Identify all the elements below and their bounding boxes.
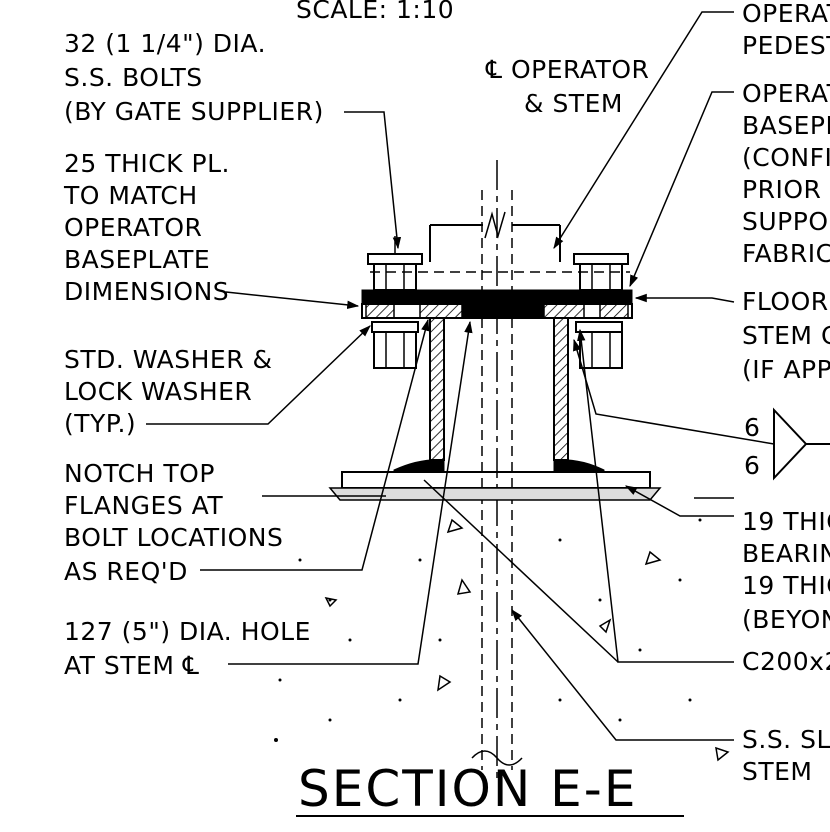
leader-notch: [200, 318, 430, 571]
svg-text:BEARIN: BEARIN: [742, 539, 830, 568]
svg-text:32 (1 1/4") DIA.: 32 (1 1/4") DIA.: [64, 29, 266, 58]
svg-text:FLANGES AT: FLANGES AT: [64, 491, 223, 520]
svg-text:BOLT LOCATIONS: BOLT LOCATIONS: [64, 523, 283, 552]
nut-left: [371, 321, 419, 369]
grout-layer: [328, 487, 662, 501]
hatched-block-3: [543, 303, 585, 319]
weld-fillet-symbol: [773, 407, 808, 481]
svg-text:19 THIC: 19 THIC: [742, 507, 830, 536]
leader-pedestal: [553, 11, 734, 250]
weld-size-bottom: 6: [744, 451, 760, 480]
svg-text:SUPPO: SUPPO: [742, 207, 829, 236]
leader-baseplate: [629, 91, 734, 288]
label-channel: C200x2: [742, 647, 830, 676]
svg-text:PEDEST: PEDEST: [742, 31, 830, 60]
bearing-plate: [341, 471, 651, 489]
svg-text:25 THICK PL.: 25 THICK PL.: [64, 149, 230, 178]
svg-text:FLOOR: FLOOR: [742, 287, 829, 316]
concrete-aggregate: [324, 518, 730, 762]
svg-text:TO MATCH: TO MATCH: [63, 181, 198, 210]
label-bearing: 19 THIC BEARIN 19 THIC (BEYON: [742, 507, 830, 634]
stem-break-bottom: [471, 750, 523, 766]
hatched-block-2: [419, 303, 463, 319]
svg-text:S.S. BOLTS: S.S. BOLTS: [64, 63, 203, 92]
svg-text:AS REQ'D: AS REQ'D: [64, 557, 188, 586]
svg-text:BASEPL: BASEPL: [742, 111, 830, 140]
leader-hole: [228, 320, 473, 665]
weld-leader: [573, 338, 775, 445]
section-title: SECTION E-E: [298, 760, 637, 818]
svg-text:PRIOR: PRIOR: [742, 175, 821, 204]
plate-black-center: [461, 303, 545, 319]
svg-text:OPERATOR: OPERATOR: [64, 213, 202, 242]
channel-left: [393, 317, 445, 473]
svg-text:OPERAT: OPERAT: [742, 0, 830, 28]
channel-right: [553, 317, 605, 473]
svg-text:19 THIC: 19 THIC: [742, 571, 830, 600]
label-floor: FLOOR STEM C (IF APP: [742, 287, 830, 384]
svg-text:STEM C: STEM C: [742, 321, 830, 350]
svg-text:AT STEM ℄: AT STEM ℄: [64, 651, 199, 680]
leader-channel-2: [423, 479, 619, 663]
label-pedestal: OPERAT PEDEST: [742, 0, 830, 60]
leader-washer: [146, 325, 371, 425]
svg-text:(BY GATE SUPPLIER): (BY GATE SUPPLIER): [64, 97, 324, 126]
svg-text:BASEPLATE: BASEPLATE: [64, 245, 210, 274]
svg-text:& STEM: & STEM: [524, 89, 623, 118]
leader-floor: [634, 293, 735, 303]
svg-text:STEM: STEM: [742, 757, 813, 786]
svg-text:℄ OPERATOR: ℄ OPERATOR: [485, 55, 649, 84]
bolt-head-left: [367, 236, 423, 291]
label-centerline: ℄ OPERATOR & STEM: [485, 55, 649, 118]
scale-text: SCALE: 1:10: [296, 0, 454, 24]
hatched-block-4: [599, 303, 629, 319]
label-hole: 127 (5") DIA. HOLE AT STEM ℄: [64, 617, 311, 680]
svg-text:S.S. SL: S.S. SL: [742, 725, 830, 754]
stem-break-top: [484, 211, 506, 239]
svg-text:(IF APP: (IF APP: [742, 355, 830, 384]
label-sleeve: S.S. SL STEM: [742, 725, 830, 786]
svg-text:FABRIC: FABRIC: [742, 239, 830, 268]
leader-bearing: [624, 485, 734, 517]
label-plate: 25 THICK PL. TO MATCH OPERATOR BASEPLATE…: [63, 149, 230, 306]
svg-text:(CONFI: (CONFI: [742, 143, 830, 172]
hatched-block-1: [365, 303, 395, 319]
label-baseplate: OPERAT BASEPL (CONFI PRIOR SUPPO FABRIC: [742, 79, 830, 268]
weld-size-top: 6: [744, 413, 760, 442]
svg-text:LOCK WASHER: LOCK WASHER: [64, 377, 252, 406]
svg-text:DIMENSIONS: DIMENSIONS: [64, 277, 229, 306]
leader-sleeve: [511, 609, 734, 741]
label-washer: STD. WASHER & LOCK WASHER (TYP.): [64, 345, 273, 438]
svg-text:NOTCH TOP: NOTCH TOP: [64, 459, 215, 488]
label-notch: NOTCH TOP FLANGES AT BOLT LOCATIONS AS R…: [64, 459, 283, 586]
svg-text:OPERAT: OPERAT: [742, 79, 830, 108]
operator-baseplate: [361, 289, 633, 305]
svg-text:(BEYON: (BEYON: [742, 605, 830, 634]
svg-text:STD. WASHER &: STD. WASHER &: [64, 345, 273, 374]
svg-text:(TYP.): (TYP.): [64, 409, 136, 438]
svg-text:127 (5") DIA. HOLE: 127 (5") DIA. HOLE: [64, 617, 311, 646]
leader-plate: [225, 291, 360, 310]
leader-bolts: [344, 111, 402, 250]
concrete-dots: [274, 518, 702, 742]
svg-text:C200x2: C200x2: [742, 647, 830, 676]
label-bolts: 32 (1 1/4") DIA. S.S. BOLTS (BY GATE SUP…: [64, 29, 324, 126]
